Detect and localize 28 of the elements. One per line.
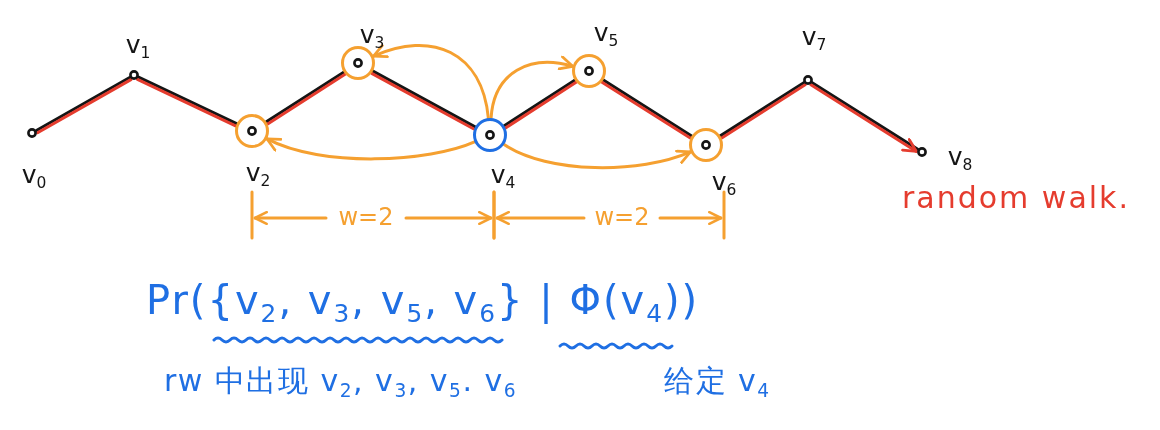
- walk-label: random walk.: [901, 180, 1131, 216]
- vertex-dot: [803, 75, 813, 85]
- vertex-label: v$_{6}$: [711, 168, 737, 194]
- highlighted-vertex: [341, 46, 375, 80]
- vertex-label: v$_{2}$: [245, 159, 271, 185]
- vertex-label: v$_{5}$: [593, 19, 619, 45]
- vertex-dot: [129, 70, 139, 80]
- dimension-label: w=2: [338, 204, 394, 232]
- vertex-label: v$_{8}$: [947, 143, 973, 169]
- highlighted-vertex: [689, 128, 723, 162]
- vertex-label: v$_{3}$: [359, 21, 385, 47]
- vertex-label: v$_{0}$: [21, 161, 47, 187]
- arrow: [489, 56, 575, 120]
- arrow: [372, 43, 490, 120]
- arrow: [502, 143, 692, 170]
- vertex-label: v$_{1}$: [125, 31, 151, 57]
- vertex-dot: [917, 147, 927, 157]
- highlighted-vertex: [473, 118, 507, 152]
- vertex-dot: [27, 128, 37, 138]
- vertex-label: v$_{7}$: [801, 23, 827, 49]
- annotation-text: rw 中出现 v$_{2}$, v$_{3}$, v$_{5}$. v$_{6}$: [164, 363, 518, 399]
- highlighted-vertex: [235, 114, 269, 148]
- vertex-label: v$_{4}$: [490, 161, 516, 187]
- annotation-text: 给定 v$_{4}$: [664, 363, 771, 399]
- probability-formula: Pr({v$_{2}$, v$_{3}$, v$_{5}$, v$_{6}$} | Φ(v$_{4}$)): [146, 277, 700, 323]
- dimension-label: w=2: [594, 204, 650, 232]
- arrow: [265, 136, 476, 161]
- highlighted-vertex: [572, 54, 606, 88]
